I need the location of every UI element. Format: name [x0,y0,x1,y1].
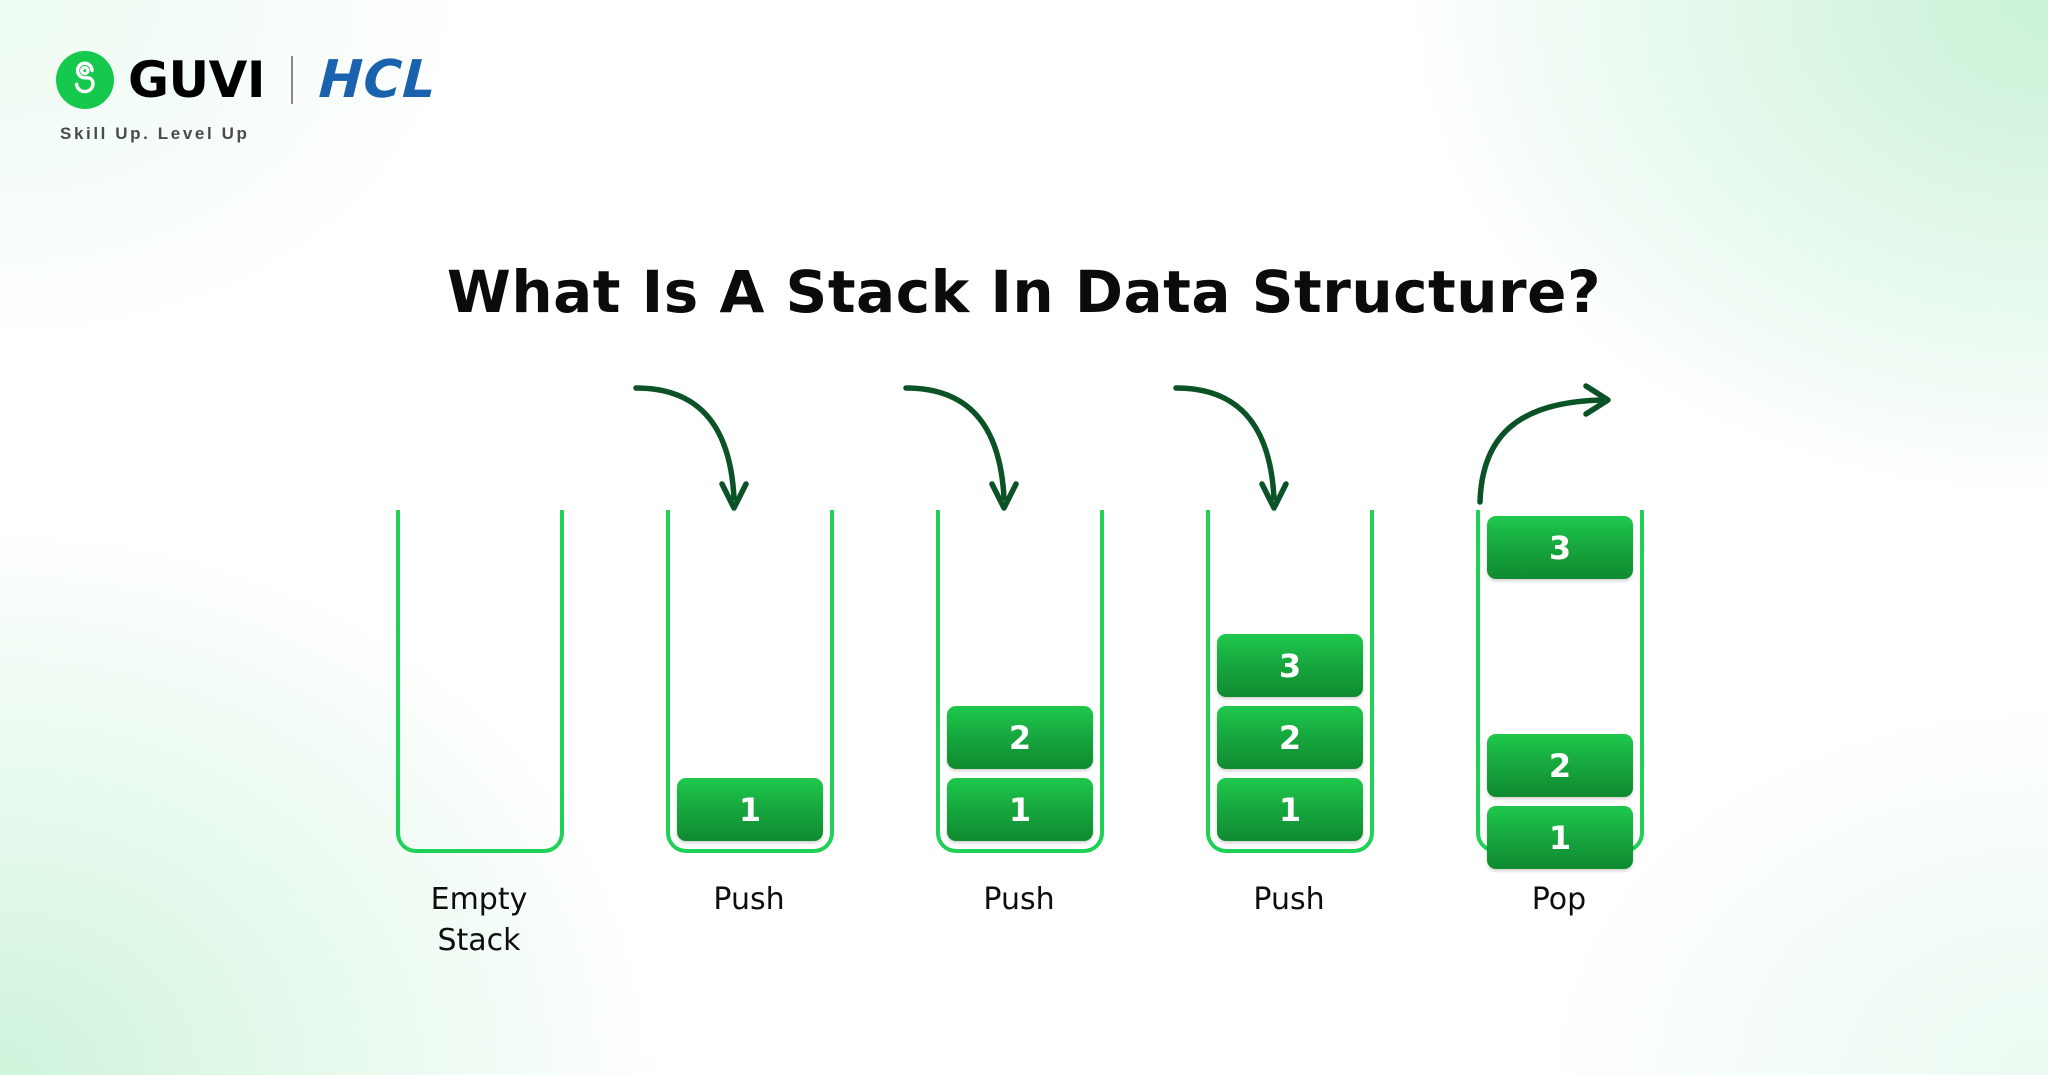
stack-gap [1487,588,1633,725]
guvi-wordmark: GUVI [128,51,265,109]
stack-caption: Push [983,882,1055,917]
stack-item: 2 [947,706,1093,769]
stack-item: 1 [947,778,1093,841]
stack-items: 1 [674,778,826,841]
guvi-g-icon [56,51,114,109]
stack-container: 1 2 3 [1206,510,1374,853]
stack-caption: Push [1253,882,1325,917]
logo-divider [290,56,293,104]
stack-column-none-0: Empty Stack [364,380,594,1020]
stack-caption: Push [713,882,785,917]
stack-items: 3 2 1 [1484,516,1636,869]
pop-out-arrow [1444,380,1674,520]
push-in-arrow [903,380,1134,520]
stack-item: 1 [1487,806,1633,869]
stack-item: 2 [1217,706,1363,769]
stack-caption: Empty Stack [430,882,528,958]
stack-item: 2 [1487,734,1633,797]
stack-item: 1 [1217,778,1363,841]
stack-container: 1 [666,510,834,853]
logo-row: GUVI HCL [56,48,439,112]
stack-caption: Pop [1531,882,1587,917]
brand-lockup: GUVI HCL Skill Up. Level Up [56,48,439,144]
stack-item: 1 [677,778,823,841]
stack-container: 3 2 1 [1476,510,1644,869]
stack-container [396,510,564,853]
push-in-arrow [1173,380,1404,520]
stack-items: 1 2 3 [1214,634,1366,841]
push-in-arrow [633,380,864,520]
stack-item: 3 [1217,634,1363,697]
hcl-wordmark: HCL [317,50,439,110]
page-title: What Is A Stack In Data Structure? [446,258,1602,326]
brand-tagline: Skill Up. Level Up [60,124,250,143]
stack-item: 3 [1487,516,1633,579]
